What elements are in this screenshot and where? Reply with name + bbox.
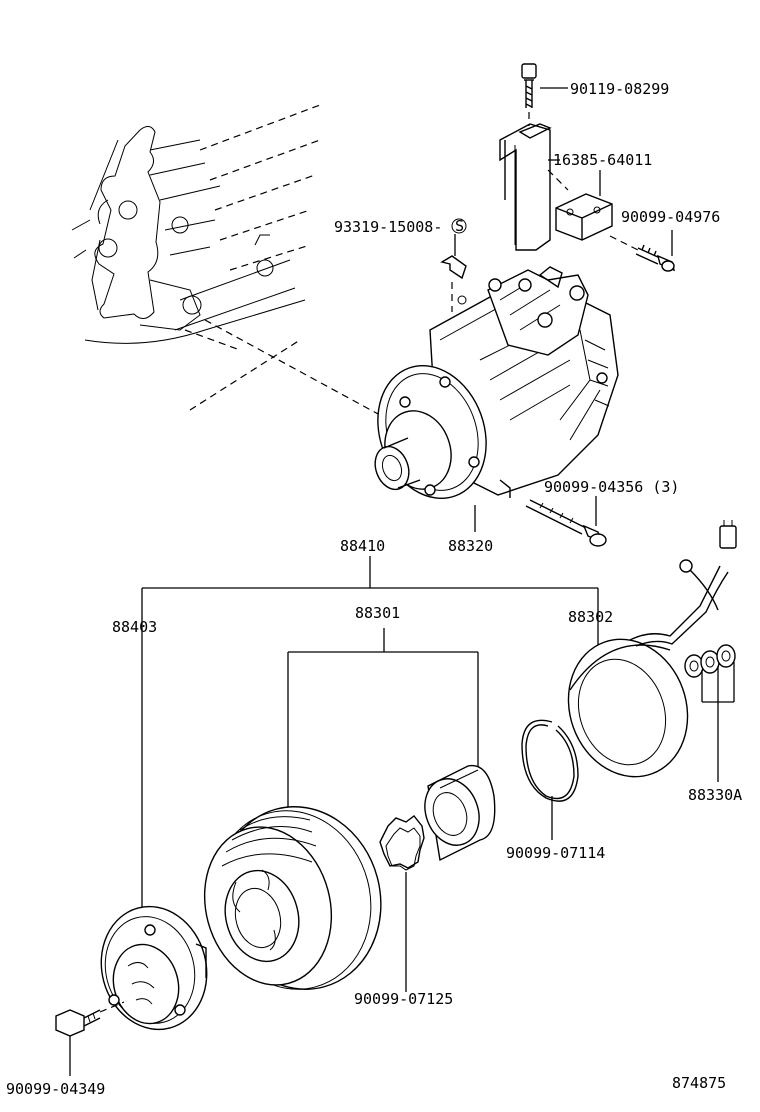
label-snap-ring: 90099-07114: [506, 844, 605, 862]
label-clip: 93319-15008-: [334, 218, 442, 236]
bracket-block-part: [555, 170, 613, 241]
bolt-bracket-part: [609, 230, 676, 272]
bracket-part: [499, 123, 569, 251]
label-clutch-assy: 88410: [340, 537, 385, 555]
mount-guide-line-2: [184, 329, 241, 351]
label-bolt-long: 90099-04356 (3): [544, 478, 679, 496]
label-stator: 88302: [568, 608, 613, 626]
stator-coil-part: [567, 520, 737, 778]
clip-part: [440, 234, 467, 312]
wave-ring-part: [379, 815, 425, 992]
label-diagram-number: 874875: [672, 1074, 726, 1092]
label-compressor: 88320: [448, 537, 493, 555]
bolt-top-part: [521, 63, 568, 126]
label-shims: 88330A: [688, 786, 742, 804]
label-bolt-bracket: 90099-04976: [621, 208, 720, 226]
bolt-long-part: [525, 496, 607, 547]
bolt-front-part: [55, 1001, 125, 1076]
pulley-part: [203, 806, 382, 990]
label-clip-s: S: [455, 217, 464, 235]
label-bracket: 16385-64011: [553, 151, 652, 169]
engine-block-outline: [71, 104, 321, 411]
label-wave-ring: 90099-07125: [354, 990, 453, 1008]
assembly-tree-lines: [141, 556, 599, 912]
label-pulley: 88301: [355, 604, 400, 622]
compressor-part: [374, 266, 619, 532]
bearing-part: [424, 764, 496, 862]
label-pressure-plate: 88403: [112, 618, 157, 636]
shims-part: [684, 644, 736, 782]
mount-guide-line: [204, 319, 381, 416]
label-bolt-front: 90099-04349: [6, 1080, 105, 1098]
label-bolt-top: 90119-08299: [570, 80, 669, 98]
part-labels: 90119-08299 16385-64011 90099-04976 9331…: [6, 80, 742, 1098]
snap-ring-part: [521, 719, 579, 840]
pressure-plate-part: [100, 905, 208, 1031]
clip-s-circle: [451, 218, 467, 234]
